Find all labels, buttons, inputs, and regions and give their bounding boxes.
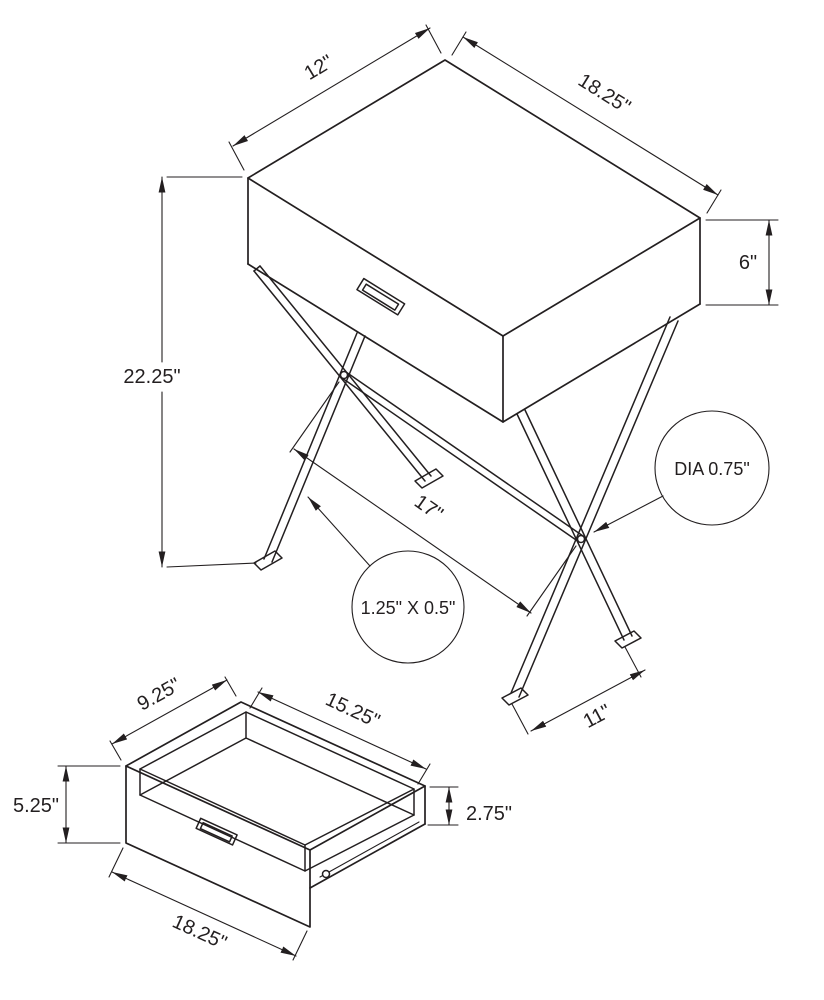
dimensions-assembled: 12" 18.25" 6" 22.25" 17" bbox=[123, 24, 779, 735]
dimension-side-wall-height: 2.75" bbox=[427, 786, 512, 826]
dim-label-front-panel-height: 5.25" bbox=[13, 795, 59, 817]
dim-label-top-depth: 12" bbox=[301, 51, 337, 85]
extension-line bbox=[108, 847, 124, 878]
dimension-line bbox=[462, 36, 719, 196]
left-leg-front-line bbox=[263, 332, 358, 560]
extension-line bbox=[511, 703, 529, 735]
leg-frame-left bbox=[253, 265, 444, 571]
foot-back-right bbox=[614, 630, 642, 649]
drawer-floor bbox=[139, 737, 415, 872]
handle-plate bbox=[356, 277, 406, 316]
dimension-line bbox=[232, 27, 431, 147]
drawer-detail-view bbox=[125, 701, 426, 928]
extension-line bbox=[417, 763, 431, 785]
callout-leader-arrow bbox=[593, 495, 664, 533]
assembled-table-view bbox=[247, 59, 701, 706]
right-leg-back-line bbox=[524, 409, 633, 637]
extension-line bbox=[289, 381, 340, 453]
table-top-box bbox=[247, 59, 701, 423]
dimension-line bbox=[293, 448, 532, 614]
drawer-slide-rail bbox=[319, 821, 420, 878]
dimension-foot-spacing: 11" bbox=[511, 646, 646, 735]
dimension-inner-width: 15.25" bbox=[249, 687, 431, 785]
dimension-line bbox=[530, 669, 646, 732]
handle-plate bbox=[195, 817, 238, 846]
dim-label-side-wall-height: 2.75" bbox=[466, 803, 512, 825]
left-leg-front-line bbox=[271, 335, 366, 563]
drawer-rim-outer bbox=[125, 701, 426, 851]
right-leg-front-line bbox=[510, 316, 671, 694]
tabletop-bottom-edges bbox=[247, 263, 701, 423]
extension-line bbox=[451, 31, 467, 56]
left-leg-top-cap bbox=[253, 265, 261, 272]
callout-support-rod-diameter: DIA 0.75" bbox=[593, 410, 770, 533]
drawer-right-wall-bottom-edge bbox=[309, 823, 426, 889]
extension-line bbox=[166, 562, 257, 568]
dimension-top-width: 18.25" bbox=[451, 31, 722, 214]
dimension-cross-support-span: 17" bbox=[289, 381, 577, 617]
extension-line bbox=[228, 141, 245, 171]
callout-label-rod-diameter: DIA 0.75" bbox=[674, 459, 749, 479]
drawer-slide-roller bbox=[321, 869, 331, 879]
dimension-line bbox=[257, 691, 427, 770]
dimension-front-panel-height: 5.25" bbox=[13, 765, 121, 844]
dim-label-overall-height: 22.25" bbox=[123, 366, 180, 388]
rod-bolt-left bbox=[339, 370, 349, 380]
extension-line bbox=[706, 189, 722, 214]
dimension-line bbox=[111, 679, 228, 745]
foot-back-left bbox=[414, 468, 444, 489]
right-leg-front-line bbox=[518, 320, 679, 698]
callout-label-leg-profile: 1.25" X 0.5" bbox=[361, 598, 456, 618]
rod-bolt-right bbox=[576, 534, 586, 544]
extension-line bbox=[249, 687, 263, 709]
callout-circle bbox=[351, 550, 465, 664]
extension-line bbox=[526, 545, 577, 617]
left-leg-back-line bbox=[253, 270, 426, 482]
extension-line bbox=[624, 646, 642, 678]
callout-leader-arrow bbox=[307, 496, 371, 567]
callout-circle bbox=[654, 410, 770, 526]
dim-label-inner-depth: 9.25" bbox=[134, 674, 185, 716]
drawer-handle bbox=[356, 277, 406, 316]
dimensions-drawer: 9.25" 15.25" 5.25" 2.75" 18.25" bbox=[13, 674, 512, 961]
left-leg-back-line bbox=[259, 265, 432, 477]
dim-label-overall-width: 18.25" bbox=[169, 911, 230, 955]
handle-grip bbox=[199, 821, 233, 843]
drawer-handle-detail bbox=[195, 817, 238, 846]
leg-frame-right bbox=[501, 316, 679, 706]
rod-line bbox=[345, 371, 584, 537]
drawer-front-panel bbox=[125, 765, 311, 928]
dimension-overall-width: 18.25" bbox=[108, 847, 308, 961]
dim-label-foot-spacing: 11" bbox=[580, 700, 615, 733]
dimension-inner-depth: 9.25" bbox=[109, 674, 237, 761]
foot-front-right bbox=[501, 687, 529, 706]
dimension-cabinet-height: 6" bbox=[705, 219, 779, 306]
handle-grip bbox=[361, 283, 400, 311]
dimension-overall-height: 22.25" bbox=[123, 176, 257, 568]
dim-label-cross-support-span: 17" bbox=[410, 491, 447, 526]
dim-label-cabinet-height: 6" bbox=[739, 252, 757, 274]
dimension-line bbox=[111, 871, 297, 957]
rod-line bbox=[341, 377, 580, 543]
dimension-top-depth: 12" bbox=[228, 24, 442, 171]
callout-leg-tube-profile: 1.25" X 0.5" bbox=[307, 496, 465, 664]
foot-front-left bbox=[253, 550, 283, 571]
